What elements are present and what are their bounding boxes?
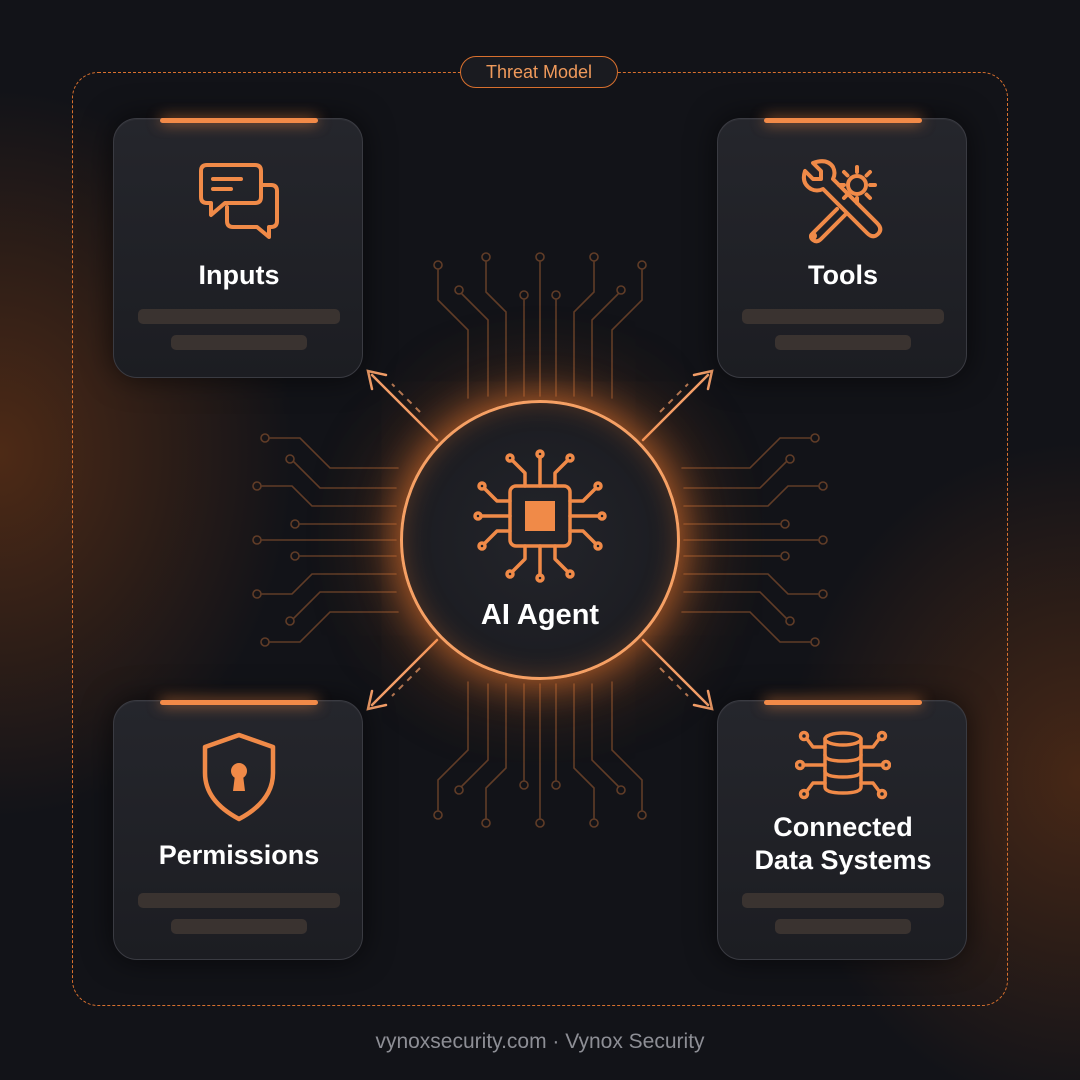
tools-card[interactable]: Tools [717, 118, 967, 378]
card-title: Tools [808, 260, 878, 290]
frame-label: Threat Model [460, 56, 618, 88]
card-title: Permissions [158, 840, 320, 870]
placeholder-line [138, 309, 340, 324]
placeholder-line [138, 893, 340, 908]
card-accent-bar [764, 700, 922, 705]
placeholder-line [171, 335, 307, 350]
placeholder-line [742, 893, 944, 908]
ai-agent-hub[interactable]: AI Agent [400, 400, 680, 680]
card-accent-bar [160, 118, 318, 123]
placeholder-line [742, 309, 944, 324]
footer-credit: vynoxsecurity.com · Vynox Security [375, 1030, 705, 1053]
chat-bubbles-icon [114, 159, 364, 243]
shield-keyhole-icon [114, 731, 364, 823]
card-title: Inputs [198, 260, 280, 290]
cpu-chip-icon [473, 449, 607, 588]
data-systems-card[interactable]: Connected Data Systems [717, 700, 967, 960]
placeholder-line [775, 335, 911, 350]
hub-label: AI Agent [480, 599, 600, 631]
card-title-line: Connected [773, 812, 913, 842]
placeholder-line [775, 919, 911, 934]
database-network-icon [718, 725, 968, 805]
wrench-gear-icon [718, 157, 968, 245]
card-accent-bar [160, 700, 318, 705]
inputs-card[interactable]: Inputs [113, 118, 363, 378]
permissions-card[interactable]: Permissions [113, 700, 363, 960]
card-title-line: Data Systems [754, 845, 932, 875]
card-accent-bar [764, 118, 922, 123]
placeholder-line [171, 919, 307, 934]
